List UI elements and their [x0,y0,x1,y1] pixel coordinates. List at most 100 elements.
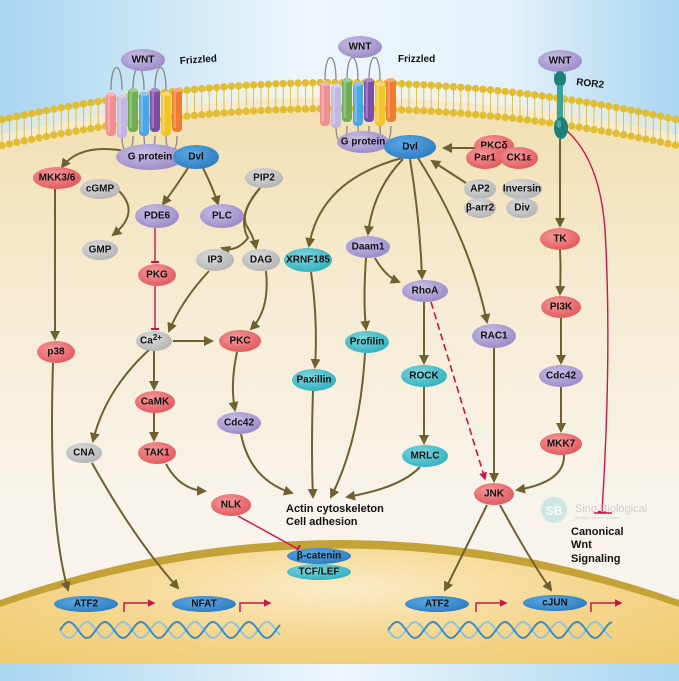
node-gmp[interactable]: GMP [82,240,118,260]
node-shape [284,248,332,272]
actin-label-line2: Cell adhesion [286,516,358,528]
wnt-ligand-label: WNT [349,42,372,53]
node-atf2a[interactable]: ATF2 [54,596,118,612]
node-pip2[interactable]: PIP2 [245,168,283,188]
node-ca[interactable]: Ca2+ [136,331,172,351]
edge-nlk-bcatenin [237,515,301,554]
node-paxillin[interactable]: Paxillin [292,369,336,391]
node-shape [33,167,81,189]
edge-paxillin-actin [307,390,318,499]
node-p38[interactable]: p38 [37,341,75,363]
node-label: PIP2 [253,173,275,184]
edge-ror2-canonical [565,129,609,514]
node-label: CK1ε [507,153,532,164]
node-nlk[interactable]: NLK [211,494,251,516]
node-par1[interactable]: Par1 [466,147,504,169]
transcription-arrow-atf2-right [475,599,508,612]
edge-dvl1-pde6 [161,167,189,206]
node-label: Div [514,203,530,214]
transcription-arrow-nfat [239,599,272,612]
node-inversin[interactable]: Inversin [502,179,542,199]
node-label: AP2 [470,184,490,195]
node-cjun[interactable]: cJUN [523,595,587,611]
node-dag[interactable]: DAG [242,249,280,271]
edge-ap2-dvl2 [430,159,467,184]
node-label: Cdc42 [546,371,576,382]
node-div[interactable]: Div [506,198,538,218]
node-label: GMP [89,245,112,256]
helix-4 [353,82,363,126]
node-shape [402,445,448,467]
node-shape [502,179,542,199]
node-shape [80,179,120,199]
node-label: JNK [484,489,505,500]
node-shape [474,483,514,505]
node-shape [138,264,176,286]
logo-tagline: Biological Solution Specialist [575,516,620,520]
node-plc[interactable]: PLC [200,204,244,228]
node-xrnf185[interactable]: XRNF185 [284,248,332,272]
edge-jnk-cjun [499,504,553,592]
node-pkg[interactable]: PKG [138,264,176,286]
node-pde6[interactable]: PDE6 [135,204,179,228]
node-rock[interactable]: ROCK [401,365,447,387]
node-cna[interactable]: CNA [66,443,102,463]
frizzled-label: Frizzled [179,53,217,67]
edge-dag-pkc [249,270,268,331]
edge-mrlc-actin [345,466,421,501]
edge-dvl2-xrnf185 [305,157,403,248]
node-rac1[interactable]: RAC1 [472,324,516,348]
logo-initials: SB [546,504,563,518]
node-rhoa[interactable]: RhoA [402,280,448,302]
node-mrlc[interactable]: MRLC [402,445,448,467]
node-label: MKK3/6 [39,173,76,184]
node-dvl1[interactable]: Dvl [173,145,219,169]
node-tcflef[interactable]: TCF/LEF [287,564,351,580]
node-cgmp[interactable]: cGMP [80,179,120,199]
node-shape [464,198,496,218]
edge-daam1-profilin [360,257,371,331]
helix-4 [139,92,149,136]
node-nfat[interactable]: NFAT [172,596,236,612]
node-pkc[interactable]: PKC [219,330,261,352]
node-label: NLK [221,500,242,511]
node-atf2b[interactable]: ATF2 [405,596,469,612]
node-bcatenin[interactable]: β-catenin [287,548,351,564]
wnt-ligand-label: WNT [549,56,572,67]
node-profilin[interactable]: Profilin [345,331,389,353]
node-camk[interactable]: CaMK [135,391,175,413]
node-mkk36[interactable]: MKK3/6 [33,167,81,189]
node-tak1[interactable]: TAK1 [138,442,176,464]
node-label: XRNF185 [286,255,330,266]
node-cdc42a[interactable]: Cdc42 [217,412,261,434]
node-pi3k[interactable]: PI3K [541,296,581,318]
node-cdc42b[interactable]: Cdc42 [539,365,583,387]
edge-pip2-dag [244,187,261,250]
node-shape [384,135,436,159]
edge-cna-nfat [91,462,180,590]
node-label: G protein [341,137,385,148]
edge-cgmp-gmp [111,188,130,237]
node-shape [242,249,280,271]
node-jnk[interactable]: JNK [474,483,514,505]
node-gprotein1[interactable]: G protein [116,144,184,170]
node-shape [211,494,251,516]
node-label: DAG [250,255,272,266]
node-ck1e[interactable]: CK1ε [500,147,538,169]
node-ip3[interactable]: IP3 [196,249,234,271]
node-barr2[interactable]: β-arr2 [464,198,496,218]
node-label: ROCK [409,371,439,382]
node-gprotein2[interactable]: G protein [337,131,389,153]
node-tk[interactable]: TK [540,228,580,250]
node-shape [138,442,176,464]
node-shape [136,331,172,351]
node-daam1[interactable]: Daam1 [346,236,390,258]
node-shape [245,168,283,188]
node-shape [200,204,244,228]
node-shape [116,144,184,170]
node-mkk7[interactable]: MKK7 [540,433,582,455]
helix-3 [342,78,352,122]
node-dvl2[interactable]: Dvl [384,135,436,159]
node-ap2[interactable]: AP2 [464,179,496,199]
